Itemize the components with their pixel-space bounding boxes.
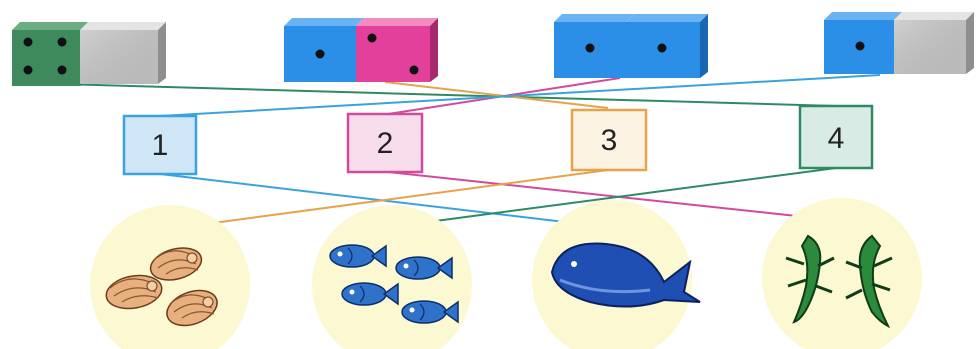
number-label-4: 4 [828,122,845,155]
whale-picture [532,200,700,349]
number-label-3: 3 [601,124,618,157]
fish-picture [312,205,472,349]
gray-cube [894,12,974,74]
line-dice1-to-box4 [60,84,836,106]
number-box-2: 2 [348,114,422,172]
dice-group-3 [554,14,708,78]
pink-cube [356,18,438,82]
number-box-1: 1 [124,116,196,174]
dice-group-2 [284,18,438,82]
number-label-2: 2 [377,127,394,160]
number-box-3: 3 [572,110,646,170]
blue-cube [824,12,902,74]
green-cube [12,22,88,86]
blue-cube-left [554,14,634,78]
dice-group-1 [12,22,166,86]
gray-cube [80,22,166,84]
number-box-4: 4 [800,106,872,168]
seashells-picture [90,205,250,349]
dice-group-4 [824,12,974,74]
number-label-1: 1 [152,129,169,162]
blue-cube [284,18,364,82]
crocodiles-picture [762,198,922,349]
blue-cube-right [626,14,708,78]
line-dice4-to-box1 [160,75,880,116]
